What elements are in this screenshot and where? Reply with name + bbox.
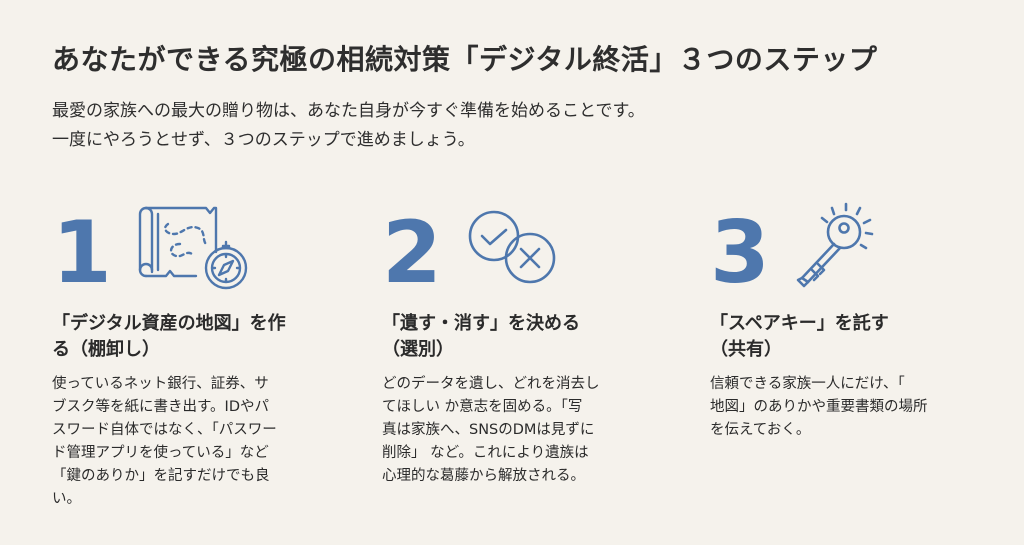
step-number: 1 (52, 203, 112, 303)
step-1: 1 「デジタル資産の地図」 (52, 200, 342, 511)
step-number: 3 (710, 203, 770, 303)
intro-line: 最愛の家族への最大の贈り物は、あなた自身が今すぐ準備を始めることです。 (52, 101, 645, 121)
step-description: どのデータを遺し、どれを消去し てほしい か意志を固める。「写 真は家族へ、SN… (382, 373, 672, 488)
step-title-line: （選別） (382, 339, 454, 360)
step-title-line: る（棚卸し） (52, 339, 160, 360)
step-description: 使っているネット銀行、証券、サ ブスク等を紙に書き出す。IDやパ スワード自体で… (52, 373, 342, 511)
step-3: 3 「スペアキー」を託す （共有） 信頼できる家族一人にだけ、「 地図」のありか… (710, 200, 1000, 442)
step-2: 2 「遺す・消す」を決める （選別） どのデータを遺し、どれを消去し てほしい … (382, 200, 672, 488)
step-title: 「スペアキー」を託す （共有） (710, 311, 1000, 363)
step-title-line: 「デジタル資産の地図」を作 (52, 313, 286, 334)
step-body-line: 真は家族へ、SNSのDMは見ずに (382, 422, 595, 438)
step-body-line: ド管理アプリを使っている」など (52, 445, 269, 461)
step-body-line: 地図」のありかや重要書類の場所 (710, 399, 928, 415)
step-body-line: どのデータを遺し、どれを消去し (382, 376, 600, 392)
step-body-line: 削除」 など。これにより遺族は (382, 445, 589, 461)
step-body-line: 信頼できる家族一人にだけ、「 (710, 376, 905, 392)
step-description: 信頼できる家族一人にだけ、「 地図」のありかや重要書類の場所 を伝えておく。 (710, 373, 1000, 442)
step-title-line: 「スペアキー」を託す (710, 313, 889, 334)
step-title-line: 「遺す・消す」を決める (382, 313, 580, 334)
page-title: あなたができる究極の相続対策「デジタル終活」３つのステップ (52, 43, 878, 76)
step-body-line: てほしい か意志を固める。「写 (382, 399, 583, 415)
step-body-line: を伝えておく。 (710, 422, 811, 438)
key-icon (788, 196, 888, 310)
map-compass-icon (134, 200, 254, 304)
step-title-line: （共有） (710, 339, 782, 360)
step-body-line: い。 (52, 491, 81, 507)
check-cross-icon (462, 208, 572, 292)
intro-line: 一度にやろうとせず、３つのステップで進めましょう。 (52, 130, 475, 150)
step-title: 「デジタル資産の地図」を作 る（棚卸し） (52, 311, 342, 363)
step-body-line: 心理的な葛藤から解放される。 (382, 468, 585, 484)
step-number: 2 (382, 203, 442, 303)
step-body-line: ブスク等を紙に書き出す。IDやパ (52, 399, 269, 415)
step-body-line: 「鍵のありか」を記すだけでも良 (52, 468, 270, 484)
step-body-line: スワード自体ではなく、「パスワー (52, 422, 277, 438)
step-body-line: 使っているネット銀行、証券、サ (52, 376, 269, 392)
intro-text: 最愛の家族への最大の贈り物は、あなた自身が今すぐ準備を始めることです。 一度にや… (52, 97, 645, 155)
step-title: 「遺す・消す」を決める （選別） (382, 311, 672, 363)
